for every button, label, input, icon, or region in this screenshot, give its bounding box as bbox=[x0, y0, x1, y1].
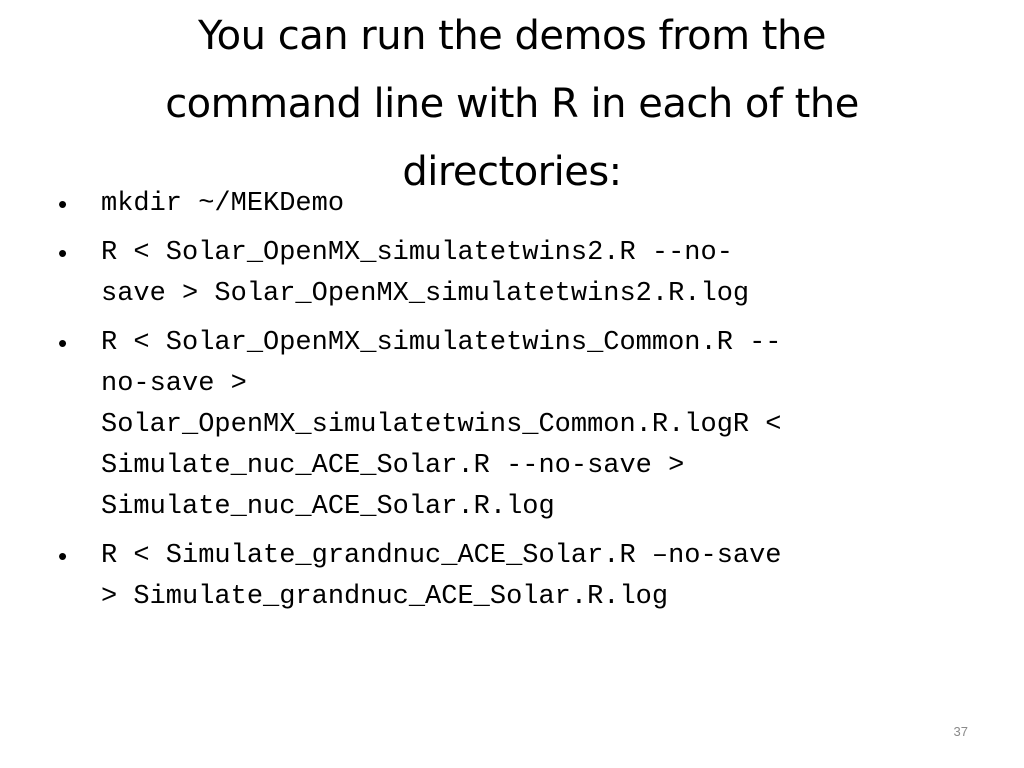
command-bullet-list: • mkdir ~/MEKDemo • R < Solar_OpenMX_sim… bbox=[58, 184, 978, 626]
command-line: no-save > bbox=[101, 369, 247, 399]
bullet-item-mkdir: • mkdir ~/MEKDemo bbox=[58, 184, 978, 225]
bullet-item-grandnuc: • R < Simulate_grandnuc_ACE_Solar.R –no-… bbox=[58, 536, 978, 618]
command-line: Solar_OpenMX_simulatetwins_Common.R.logR… bbox=[101, 410, 782, 440]
command-line: Simulate_nuc_ACE_Solar.R --no-save > bbox=[101, 451, 685, 481]
bullet-dot-icon: • bbox=[58, 541, 68, 571]
command-line: > Simulate_grandnuc_ACE_Solar.R.log bbox=[101, 582, 669, 612]
title-line: You can run the demos from the bbox=[198, 13, 826, 59]
command-line: save > Solar_OpenMX_simulatetwins2.R.log bbox=[101, 279, 750, 309]
bullet-item-simulatetwins2: • R < Solar_OpenMX_simulatetwins2.R --no… bbox=[58, 233, 978, 315]
command-line: R < Solar_OpenMX_simulatetwins2.R --no- bbox=[101, 238, 733, 268]
title-line: command line with R in each of the bbox=[165, 81, 859, 127]
command-line: R < Solar_OpenMX_simulatetwins_Common.R … bbox=[101, 328, 782, 358]
slide-page-number: 37 bbox=[953, 724, 968, 739]
slide-title: You can run the demos from the command l… bbox=[60, 2, 964, 206]
bullet-dot-icon: • bbox=[58, 328, 68, 358]
command-line: Simulate_nuc_ACE_Solar.R.log bbox=[101, 492, 555, 522]
bullet-item-simulatetwins-common: • R < Solar_OpenMX_simulatetwins_Common.… bbox=[58, 323, 978, 528]
command-line: R < Simulate_grandnuc_ACE_Solar.R –no-sa… bbox=[101, 541, 782, 571]
bullet-dot-icon: • bbox=[58, 189, 68, 219]
title-line: directories: bbox=[402, 149, 622, 195]
command-line: mkdir ~/MEKDemo bbox=[101, 189, 345, 219]
bullet-dot-icon: • bbox=[58, 238, 68, 268]
